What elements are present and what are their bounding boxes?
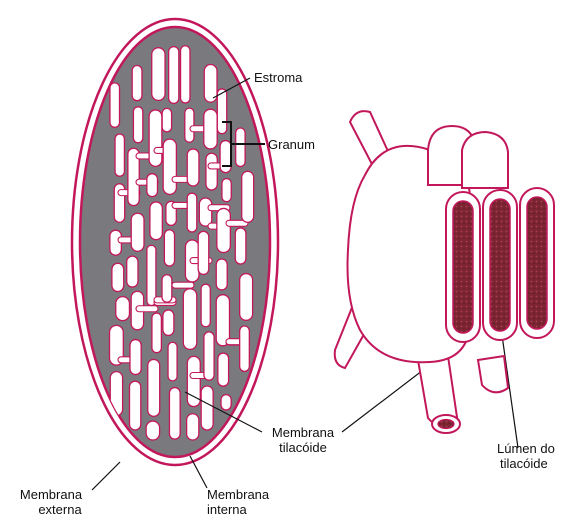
thylakoid [115,134,124,176]
thylakoid [164,230,174,266]
thylakoid [162,275,172,302]
thylakoid [169,388,180,440]
thylakoid [240,274,253,321]
thylakoid [201,386,213,430]
thylakoid [181,46,190,103]
label-membrana-externa: Membrana externa [6,487,96,517]
thylakoid [217,89,226,134]
thylakoid [169,47,179,104]
thylakoid [183,289,196,350]
thylakoid [163,139,176,194]
thylakoid [236,128,245,166]
label-estroma: Estroma [254,70,302,85]
granum-3d [335,111,554,433]
chloroplast [72,19,278,465]
thylakoid [132,65,142,100]
thylakoid [149,110,162,166]
cut-thylakoid-discs [446,188,554,342]
thylakoid-lumen [490,199,510,331]
thylakoid [221,395,231,410]
thylakoid [235,228,246,264]
label-membrana-interna: Membrana interna [207,487,269,517]
tube-opening-lumen [438,420,454,429]
label-membrana-interna-line2: interna [207,502,269,517]
thylakoid [163,310,174,335]
thylakoid [150,202,162,240]
thylakoid [204,109,217,149]
thylakoid [187,193,197,232]
stroma-lamella [136,306,158,312]
thylakoid [146,421,159,440]
thylakoid [130,340,141,375]
thylakoid [204,332,214,380]
thylakoid [187,414,199,440]
thylakoid [127,256,138,287]
thylakoid [152,313,161,353]
thylakoid [216,259,227,290]
thylakoid [152,48,165,101]
thylakoid [201,284,210,327]
label-membrana-tilacoide: Membrana tilacóide [262,425,344,455]
thylakoid [110,83,120,127]
thylakoid [222,179,231,202]
thylakoid [131,213,144,251]
thylakoid [217,208,231,252]
label-lumen: Lúmen do tilacóide [497,441,555,471]
thylakoid [206,153,217,190]
label-membrana-tilacoide-line2: tilacóide [262,440,344,455]
label-lumen-line1: Lúmen do [497,441,555,456]
thylakoid [242,171,254,222]
thylakoid-lumen [453,201,473,333]
thylakoid [187,149,199,186]
thylakoid [216,295,229,346]
thylakoid [162,108,171,131]
thylakoid [220,141,231,173]
stroma-lamella [172,282,194,288]
thylakoid [148,359,160,416]
label-membrana-tilacoide-line1: Membrana [262,425,344,440]
thylakoid [168,342,177,381]
label-membrana-interna-line1: Membrana [207,487,269,502]
thylakoid [133,107,142,143]
thylakoid-lumen [527,197,547,329]
thylakoid [112,263,124,291]
thylakoid [240,326,250,371]
thylakoid [147,245,156,305]
thylakoid [130,381,141,430]
top-disc-2 [462,132,508,188]
label-membrana-externa-line2: externa [6,502,96,517]
leader-membrana-interna [190,456,207,488]
label-membrana-externa-line1: Membrana [6,487,96,502]
thylakoid [198,231,209,274]
thylakoid [199,198,211,226]
thylakoid [218,353,229,386]
thylakoid [147,174,158,197]
tube-bottom-right [478,356,508,392]
label-lumen-line2: tilacóide [497,456,555,471]
leader-membrana-externa [92,462,120,490]
thylakoid [116,297,130,321]
label-granum: Granum [268,137,315,152]
